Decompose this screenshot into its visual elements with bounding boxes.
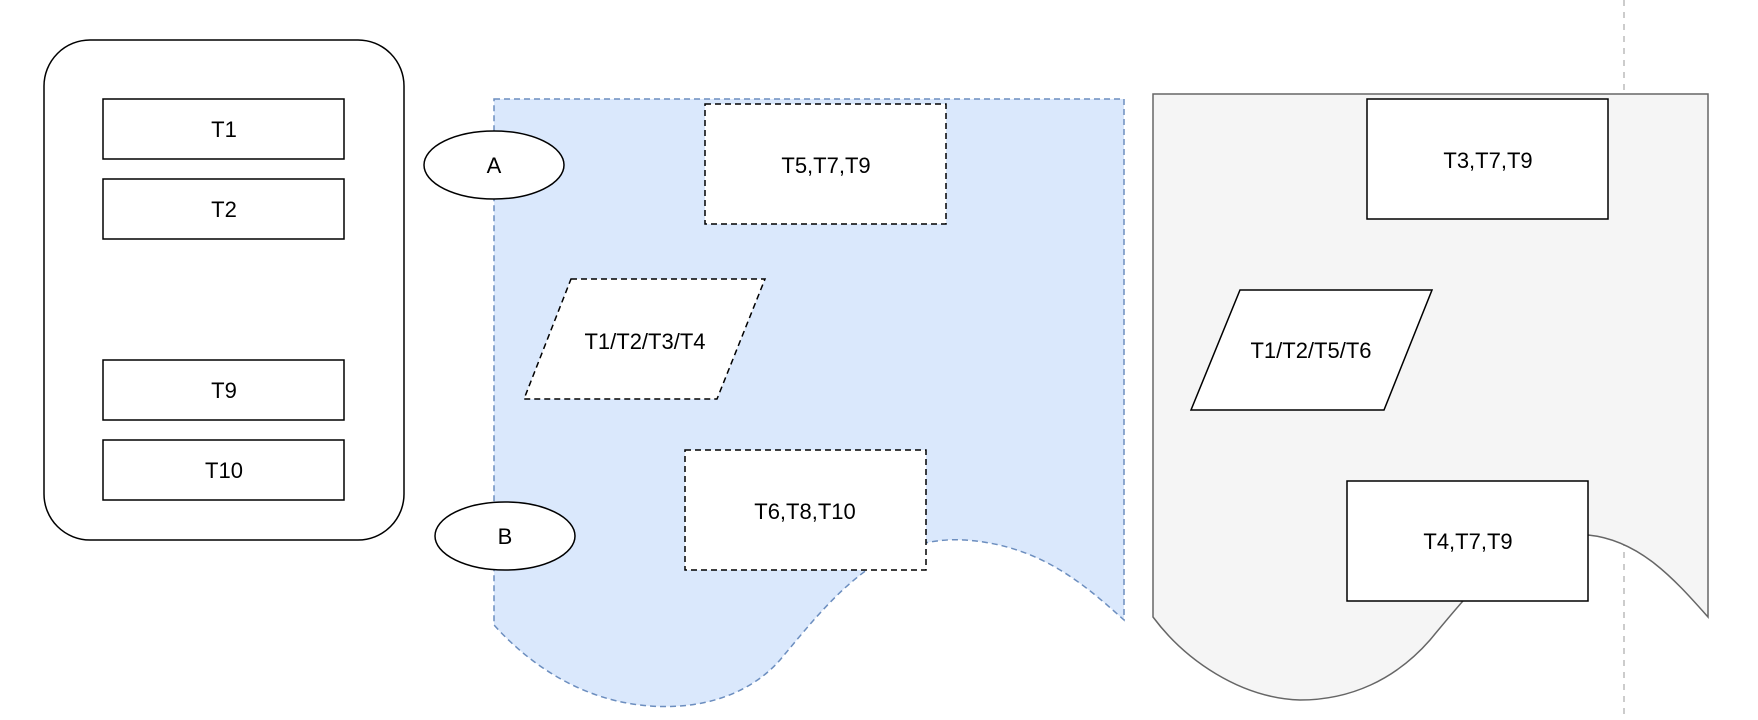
item-box-t1[interactable]: T1: [102, 98, 345, 160]
gray-document-shape[interactable]: [1152, 93, 1709, 701]
box-label: T3,T7,T9: [1443, 148, 1532, 173]
parallelogram-label: T1/T2/T3/T4: [584, 329, 705, 354]
box-label: T5,T7,T9: [781, 153, 870, 178]
blue-bottom-box[interactable]: T6,T8,T10: [684, 449, 927, 571]
left-group[interactable]: T1 T2 T9 T10: [43, 39, 405, 541]
gray-parallelogram[interactable]: T1/T2/T5/T6: [1189, 289, 1434, 411]
gray-top-box[interactable]: T3,T7,T9: [1366, 98, 1609, 220]
ellipse-label: B: [498, 524, 513, 549]
parallelogram-label: T1/T2/T5/T6: [1250, 338, 1371, 363]
blue-parallelogram[interactable]: T1/T2/T3/T4: [522, 278, 767, 400]
gray-document[interactable]: T3,T7,T9 T1/T2/T5/T6 T4,T7,T9: [1152, 93, 1709, 701]
item-label: T2: [211, 197, 237, 222]
gray-bottom-box[interactable]: T4,T7,T9: [1346, 480, 1589, 602]
ellipse-b[interactable]: B: [434, 501, 576, 571]
box-label: T6,T8,T10: [754, 499, 855, 524]
item-box-t10[interactable]: T10: [102, 439, 345, 501]
item-box-t9[interactable]: T9: [102, 359, 345, 421]
ellipse-label: A: [487, 153, 502, 178]
ellipse-a[interactable]: A: [423, 130, 565, 200]
item-label: T10: [205, 458, 243, 483]
blue-top-box[interactable]: T5,T7,T9: [704, 103, 947, 225]
item-label: T1: [211, 117, 237, 142]
item-label: T9: [211, 378, 237, 403]
blue-document-shape[interactable]: [493, 98, 1125, 708]
box-label: T4,T7,T9: [1423, 529, 1512, 554]
item-box-t2[interactable]: T2: [102, 178, 345, 240]
blue-document[interactable]: T5,T7,T9 T1/T2/T3/T4 T6,T8,T10: [493, 98, 1125, 708]
